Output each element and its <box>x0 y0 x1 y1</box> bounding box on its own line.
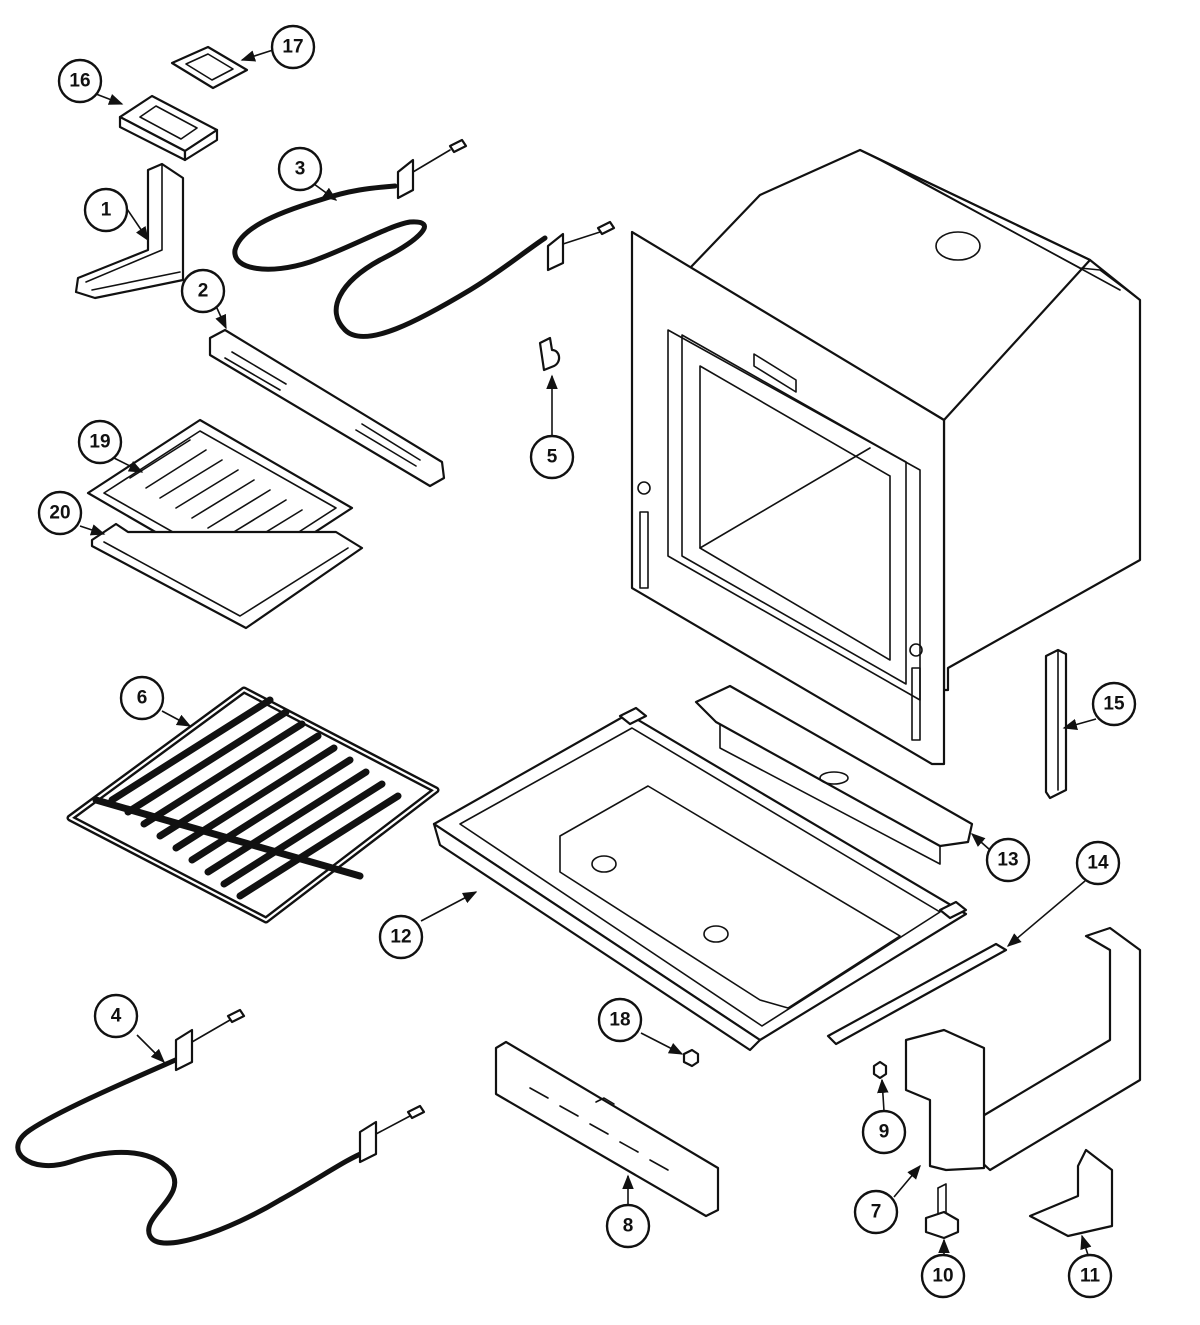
callout-10: 10 <box>920 1253 966 1299</box>
part-10-leveling-leg <box>924 1183 960 1240</box>
svg-text:4: 4 <box>111 1006 122 1027</box>
callout-8: 8 <box>605 1203 651 1249</box>
svg-text:7: 7 <box>871 1202 882 1223</box>
svg-text:17: 17 <box>282 37 303 58</box>
part-5-clip <box>538 336 561 372</box>
callouts: 1 2 3 4 5 6 7 8 <box>37 24 1137 1299</box>
svg-text:9: 9 <box>879 1122 890 1143</box>
part-8-kick-plate <box>494 1040 720 1218</box>
callout-3: 3 <box>277 146 323 192</box>
part-2-bracket <box>208 328 446 488</box>
part-17-gasket <box>170 45 249 90</box>
leader-lines <box>79 49 1097 1256</box>
part-18-nut <box>682 1048 700 1068</box>
part-16-vent-trim <box>118 94 219 162</box>
oven-cavity <box>630 148 1142 766</box>
part-4-bake-element <box>15 1008 426 1246</box>
callout-14: 14 <box>1075 840 1121 886</box>
part-11-anti-tip-bracket <box>1028 1148 1114 1238</box>
callout-18: 18 <box>597 997 643 1043</box>
part-1-vent-duct <box>74 162 185 300</box>
callout-12: 12 <box>378 914 424 960</box>
part-13-rear-bracket <box>694 684 974 865</box>
svg-text:15: 15 <box>1103 694 1125 715</box>
svg-text:2: 2 <box>198 281 209 302</box>
svg-text:10: 10 <box>932 1266 953 1287</box>
callout-20: 20 <box>37 490 83 536</box>
part-15-side-trim <box>1044 648 1068 800</box>
svg-text:1: 1 <box>101 200 112 221</box>
svg-text:3: 3 <box>295 159 306 180</box>
callout-2: 2 <box>180 268 226 314</box>
callout-7: 7 <box>853 1189 899 1235</box>
svg-text:16: 16 <box>69 71 90 92</box>
callout-1: 1 <box>83 187 129 233</box>
svg-text:6: 6 <box>137 688 148 709</box>
callout-9: 9 <box>861 1109 907 1155</box>
callout-13: 13 <box>985 837 1031 883</box>
callout-4: 4 <box>93 993 139 1039</box>
svg-text:19: 19 <box>89 432 110 453</box>
svg-text:13: 13 <box>997 850 1018 871</box>
svg-text:18: 18 <box>609 1010 630 1031</box>
callout-11: 11 <box>1067 1253 1113 1299</box>
svg-text:12: 12 <box>390 927 411 948</box>
part-7-bracket <box>904 926 1142 1172</box>
part-9-screw <box>872 1060 888 1080</box>
svg-text:11: 11 <box>1080 1266 1101 1287</box>
svg-text:8: 8 <box>623 1216 634 1237</box>
callout-5: 5 <box>529 434 575 480</box>
callout-17: 17 <box>270 24 316 70</box>
callout-19: 19 <box>77 419 123 465</box>
part-6-oven-rack <box>66 686 440 924</box>
part-12-oven-bottom <box>432 706 968 1052</box>
callout-16: 16 <box>57 58 103 104</box>
callout-15: 15 <box>1091 681 1137 727</box>
svg-text:5: 5 <box>547 447 558 468</box>
callout-6: 6 <box>119 675 165 721</box>
svg-text:14: 14 <box>1087 853 1109 874</box>
part-3-broil-element <box>232 138 616 339</box>
part-14-side-rail <box>826 942 1008 1046</box>
svg-text:20: 20 <box>49 503 70 524</box>
part-20-broil-pan <box>90 522 364 630</box>
